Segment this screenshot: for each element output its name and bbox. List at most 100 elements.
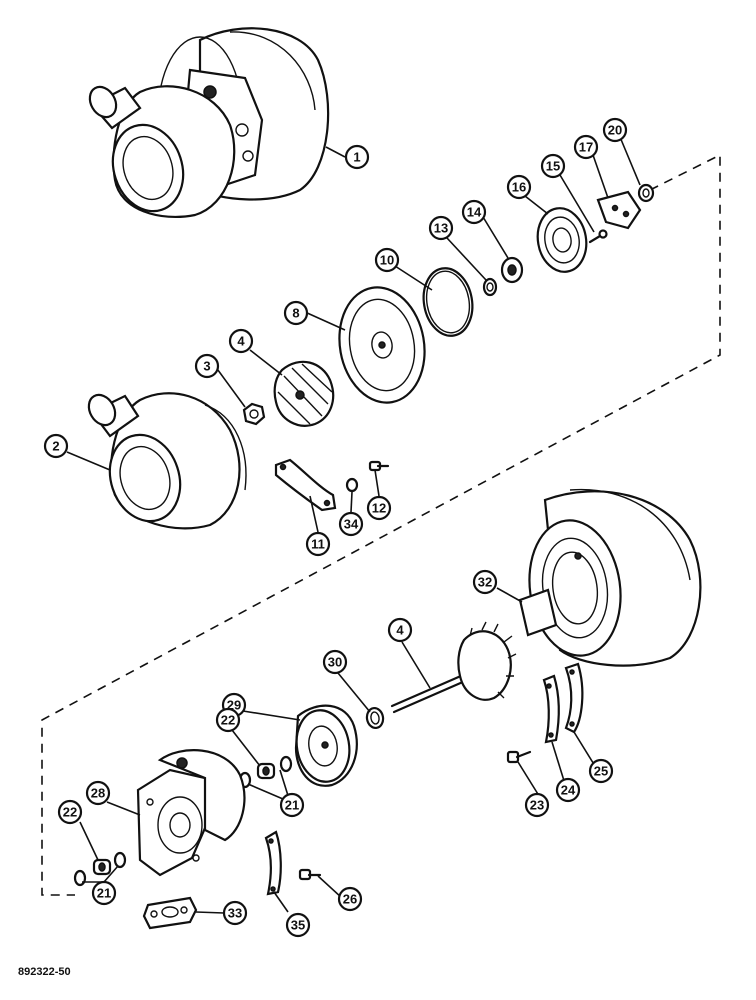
- callout-number: 4: [237, 334, 245, 349]
- callout-23: 23: [524, 792, 550, 818]
- callout-circle: [387, 617, 413, 643]
- callout-number: 10: [380, 253, 394, 268]
- gasket-drawing: [142, 896, 198, 930]
- callout-number: 22: [63, 805, 77, 820]
- bolt-23-drawing: [506, 750, 532, 764]
- callout-number: 20: [608, 123, 622, 138]
- callout-circle: [573, 134, 599, 160]
- lock-plate-drawing: [596, 190, 642, 230]
- lock-strap-35-drawing: [264, 830, 282, 896]
- callout-16: 16: [506, 174, 532, 200]
- insert-drawing: [536, 207, 588, 273]
- callout-4: 4: [387, 617, 413, 643]
- callout-20: 20: [602, 117, 628, 143]
- callout-2: 2: [43, 433, 69, 459]
- callout-circle: [279, 792, 305, 818]
- collar-drawing: [500, 256, 524, 284]
- callout-circle: [461, 199, 487, 225]
- screw-15-drawing: [588, 229, 608, 244]
- callout-circle: [366, 495, 392, 521]
- callout-number: 23: [530, 798, 544, 813]
- heat-shield-drawing: [294, 704, 358, 787]
- callout-3: 3: [194, 353, 220, 379]
- turbine-housing-drawing: [518, 488, 702, 667]
- callout-21: 21: [279, 792, 305, 818]
- callout-circle: [374, 247, 400, 273]
- callout-labels: 1234810131416151720113412324302922212822…: [43, 117, 628, 938]
- bolt-12-drawing: [368, 460, 390, 472]
- callout-number: 2: [52, 439, 59, 454]
- callout-30: 30: [322, 649, 348, 675]
- callout-circle: [344, 144, 370, 170]
- callout-circle: [540, 153, 566, 179]
- callout-number: 35: [291, 918, 305, 933]
- callout-number: 8: [292, 306, 299, 321]
- compressor-wheel-drawing: [273, 360, 335, 427]
- seal-ring-drawing: [422, 267, 474, 337]
- callout-circle: [91, 880, 117, 906]
- callout-circle: [524, 792, 550, 818]
- clamp-plate-drawing: [274, 458, 337, 512]
- callout-number: 13: [434, 221, 448, 236]
- callout-25: 25: [588, 758, 614, 784]
- callout-circle: [428, 215, 454, 241]
- piston-ring-drawing: [365, 706, 385, 730]
- bolt-26-drawing: [298, 868, 322, 881]
- callout-number: 11: [311, 537, 325, 552]
- callout-13: 13: [428, 215, 454, 241]
- callout-8: 8: [283, 300, 309, 326]
- bearing-lower-drawing: [92, 858, 112, 876]
- callout-17: 17: [573, 134, 599, 160]
- ring-20-drawing: [637, 183, 655, 203]
- lock-strap-24-drawing: [542, 674, 560, 744]
- callout-22: 22: [57, 799, 83, 825]
- callout-number: 22: [221, 713, 235, 728]
- callout-12: 12: [366, 495, 392, 521]
- callout-number: 34: [344, 517, 359, 532]
- assembly-path-dashed-line: [41, 153, 721, 896]
- ring-13-drawing: [482, 277, 498, 297]
- callout-number: 1: [353, 150, 360, 165]
- callout-circle: [85, 780, 111, 806]
- callout-circle: [285, 912, 311, 938]
- callout-26: 26: [337, 886, 363, 912]
- leader-lines: [66, 136, 641, 914]
- callout-circle: [222, 900, 248, 926]
- callout-circle: [588, 758, 614, 784]
- callout-number: 30: [328, 655, 342, 670]
- callout-34: 34: [338, 511, 364, 537]
- callout-4: 4: [228, 328, 254, 354]
- callout-21: 21: [91, 880, 117, 906]
- callout-number: 32: [478, 575, 492, 590]
- callout-circle: [228, 328, 254, 354]
- callout-24: 24: [555, 777, 581, 803]
- callout-circle: [602, 117, 628, 143]
- callout-circle: [57, 799, 83, 825]
- compressor-housing-drawing: [87, 392, 247, 530]
- bearing-upper-drawing: [256, 762, 276, 780]
- callout-circle: [43, 433, 69, 459]
- lock-washer-drawing: [345, 477, 359, 493]
- callout-circle: [338, 511, 364, 537]
- callout-number: 21: [97, 886, 111, 901]
- callout-number: 12: [372, 501, 386, 516]
- callout-10: 10: [374, 247, 400, 273]
- callout-number: 25: [594, 764, 608, 779]
- callout-number: 26: [343, 892, 357, 907]
- nut-drawing: [242, 402, 266, 426]
- callout-circle: [322, 649, 348, 675]
- callout-number: 33: [228, 906, 242, 921]
- callout-circle: [305, 531, 331, 557]
- callout-number: 28: [91, 786, 105, 801]
- callout-circle: [283, 300, 309, 326]
- callout-number: 17: [579, 140, 593, 155]
- backplate-drawing: [338, 286, 426, 404]
- clamp-25-drawing: [564, 662, 584, 734]
- callout-circle: [472, 569, 498, 595]
- callout-number: 16: [512, 180, 526, 195]
- callout-circle: [506, 174, 532, 200]
- center-housing-drawing: [136, 749, 246, 877]
- rotor-shaft-drawing: [390, 621, 517, 714]
